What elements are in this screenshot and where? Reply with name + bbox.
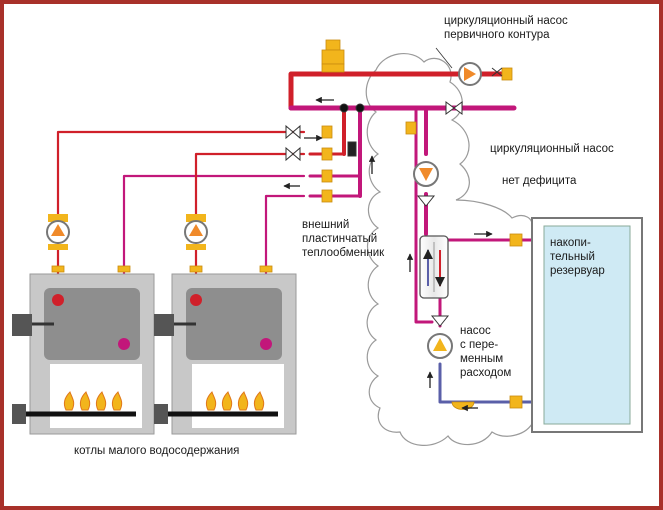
label-no-deficit: нет дефицита (502, 175, 577, 187)
secondary-circuit-cloud (365, 53, 533, 446)
label-variable-flow-pump: насос с пере- менным расходом (460, 325, 512, 379)
label-heat-exchanger: внешний пластинчатый теплообменник (302, 219, 385, 259)
label-primary-pump: циркуляционный насос первичного контура (444, 15, 568, 41)
storage-tank (531, 217, 643, 433)
valve-icon (51, 39, 523, 410)
leader-line (435, 47, 453, 69)
check-valve-icon (285, 67, 503, 327)
boiler-2-supply (194, 152, 306, 301)
primary-hot-header (288, 71, 507, 111)
tank-cold-return (438, 362, 534, 404)
pump-icon (46, 62, 482, 359)
heating-scheme-diagram (12, 39, 643, 446)
label-boilers: котлы малого водосодержания (74, 445, 240, 457)
boiler-1 (12, 273, 155, 435)
label-storage-tank: накопи- тельный резервуар (550, 237, 605, 277)
flow-arrow-icon (283, 96, 493, 412)
label-circulation-pump: циркуляционный насос (490, 143, 614, 155)
boiler-2 (154, 273, 297, 435)
plate-heat-exchanger (419, 235, 449, 299)
burner-flame-icon (63, 391, 265, 411)
